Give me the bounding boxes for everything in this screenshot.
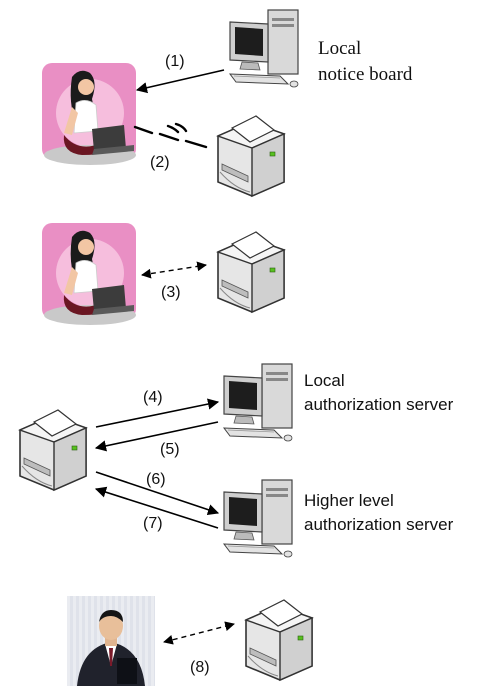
local-notice-board-label-line1: Local <box>318 38 362 59</box>
desktop-computer-icon <box>223 479 293 558</box>
step-label-7: (7) <box>143 515 163 532</box>
woman-with-laptop-icon <box>41 222 137 326</box>
printer-icon <box>217 115 285 197</box>
step-label-5: (5) <box>160 441 180 458</box>
step-label-4: (4) <box>143 389 163 406</box>
arrow-step-8 <box>163 621 235 645</box>
desktop-computer-icon <box>223 363 293 442</box>
arrow-step-4 <box>95 398 220 428</box>
arrow-step-7 <box>94 486 219 529</box>
arrow-step-3 <box>141 261 207 279</box>
step-label-8: (8) <box>190 659 210 676</box>
arrow-step-5 <box>94 421 219 452</box>
step-label-3: (3) <box>161 284 181 301</box>
woman-with-laptop-icon <box>41 62 137 166</box>
printer-icon <box>19 409 87 491</box>
local-auth-server-label-line2: authorization server <box>304 395 454 414</box>
step-label-6: (6) <box>146 471 166 488</box>
businessman-icon <box>67 596 155 686</box>
wireless-link-step-2 <box>133 122 208 149</box>
printer-icon <box>245 599 313 681</box>
local-notice-board-label-line2: notice board <box>318 64 413 85</box>
local-auth-server-label-line1: Local <box>304 371 345 390</box>
higher-auth-server-label-line1: Higher level <box>304 491 394 510</box>
printer-icon <box>217 231 285 313</box>
arrow-step-6 <box>95 471 220 516</box>
higher-auth-server-label-line2: authorization server <box>304 515 454 534</box>
step-label-1: (1) <box>165 53 185 70</box>
step-label-2: (2) <box>150 154 170 171</box>
desktop-computer-icon <box>229 9 299 88</box>
arrow-step-1 <box>135 69 225 94</box>
